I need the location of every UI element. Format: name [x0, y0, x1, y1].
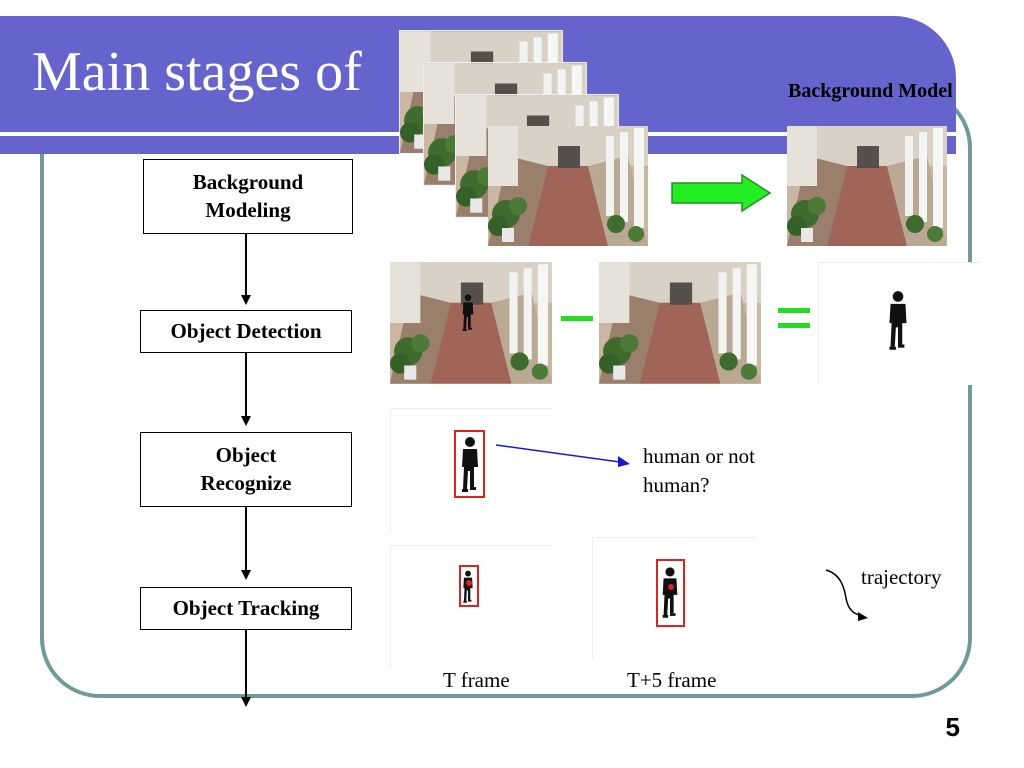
flow-connector-2 — [245, 353, 247, 417]
question-line1: human or not — [643, 444, 755, 468]
flow-arrowhead-4 — [241, 697, 251, 707]
step-label-line2: Modeling — [205, 197, 291, 222]
step-label: Object Detection — [170, 318, 322, 343]
flow-connector-3 — [245, 507, 247, 571]
step-label-line1: Object — [215, 443, 277, 468]
recognized-object-image — [390, 408, 553, 531]
background-model-image — [786, 126, 948, 246]
foreground-mask-image — [818, 262, 981, 385]
background-model-label: Background Model — [788, 80, 953, 102]
equals-sign-bottom — [778, 323, 810, 328]
frame-t-label: T frame — [443, 668, 510, 692]
question-line2: human? — [643, 473, 710, 498]
step-label: Object Tracking — [172, 595, 320, 620]
frame-stack-image-4 — [487, 126, 649, 246]
flow-arrowhead-3 — [241, 570, 251, 580]
trajectory-arrow — [825, 569, 868, 621]
tracking-frame-t-image — [390, 545, 553, 668]
tracking-frame-t5-image — [592, 537, 755, 660]
step-object-detection: Object Detection — [140, 310, 352, 353]
pointer-arrow — [495, 444, 630, 467]
equals-sign-top — [778, 308, 810, 313]
step-object-tracking: Object Tracking — [140, 587, 352, 630]
trajectory-label: trajectory — [861, 565, 942, 589]
current-frame-image — [390, 262, 552, 384]
flow-connector-1 — [245, 234, 247, 296]
step-label-line2: Recognize — [200, 470, 292, 495]
human-question: human or not human? — [643, 442, 755, 501]
step-label-line1: Background — [192, 170, 304, 195]
flow-arrowhead-1 — [241, 295, 251, 305]
flow-connector-4 — [245, 630, 247, 698]
green-right-arrow — [671, 173, 772, 213]
minus-sign — [561, 316, 593, 321]
slide-title: Main stages of — [32, 41, 362, 103]
frame-t5-label: T+5 frame — [627, 668, 717, 692]
page-number: 5 — [945, 712, 960, 742]
background-frame-image — [599, 262, 761, 384]
flow-arrowhead-2 — [241, 416, 251, 426]
